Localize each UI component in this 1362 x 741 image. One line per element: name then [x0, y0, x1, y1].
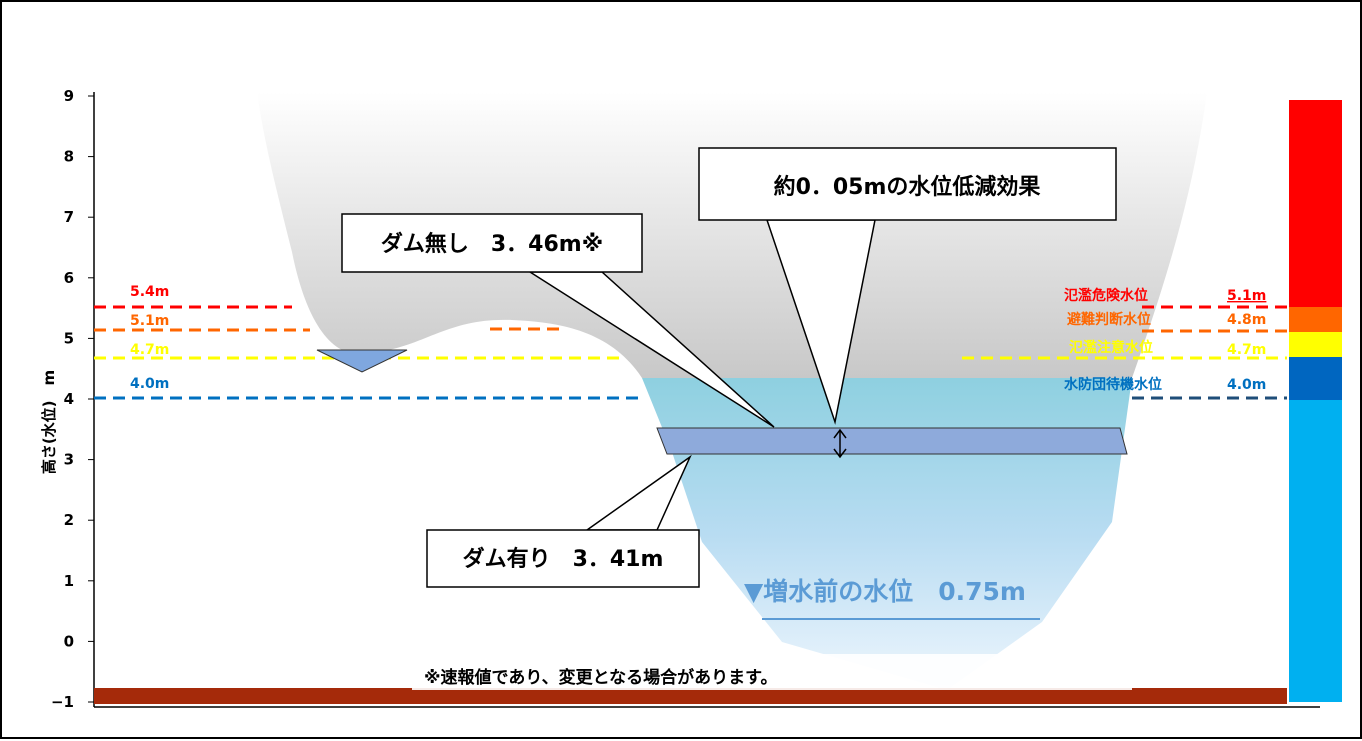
y-tick-label: 7	[64, 208, 74, 226]
y-tick-label: 6	[64, 269, 74, 287]
y-tick-label: −1	[51, 693, 74, 711]
standby-level-name: 水防団待機水位	[1064, 376, 1162, 393]
y-tick-label: 5	[64, 329, 74, 347]
y-axis-label: 高さ(水位) m	[40, 370, 58, 474]
water-level-band	[656, 427, 1128, 455]
left-level-label-5.1: 5.1m	[130, 313, 169, 329]
evacuate-level-value: 4.8m	[1227, 312, 1266, 328]
y-tick-label: 4	[64, 390, 74, 408]
y-tick-label: 2	[64, 511, 74, 529]
effect-callout-text: 約0．05mの水位低減効果	[774, 174, 1041, 200]
standby-level-value: 4.0m	[1227, 377, 1266, 393]
difference-arrow-bottom	[833, 448, 847, 459]
y-tick-label: 3	[64, 451, 74, 469]
no-dam-callout-box	[341, 213, 643, 273]
y-tick-label: 9	[64, 87, 74, 105]
y-tick-label: 8	[64, 148, 74, 166]
danger-level-value: 5.1m	[1227, 288, 1266, 304]
caution-level-name: 氾濫注意水位	[1069, 339, 1153, 356]
footnote: ※速報値であり、変更となる場合があります。	[424, 667, 777, 688]
y-tick-label: 1	[64, 572, 74, 590]
left-level-label-4.0: 4.0m	[130, 376, 169, 392]
y-tick-label: 0	[64, 632, 74, 650]
difference-arrow-top	[833, 428, 847, 439]
with-dam-callout-pointer	[584, 454, 692, 531]
left-level-label-4.7: 4.7m	[130, 342, 169, 358]
scale-evacuate	[1289, 307, 1342, 332]
caution-level-value: 4.7m	[1227, 342, 1266, 358]
scale-danger	[1289, 100, 1342, 307]
no-dam-callout-text: ダム無し 3．46m※	[381, 231, 603, 257]
pre-flood-label: ▼増水前の水位 0.75m	[744, 577, 1026, 606]
with-dam-callout-box	[426, 529, 700, 588]
left-level-label-5.4: 5.4m	[130, 284, 169, 300]
riverbed	[94, 688, 1287, 704]
effect-callout-box	[698, 147, 1117, 221]
left-water-marker	[316, 349, 408, 373]
scale-safe	[1289, 400, 1342, 702]
scale-standby	[1289, 357, 1342, 400]
danger-level-name: 氾濫危険水位	[1064, 287, 1148, 304]
with-dam-callout-text: ダム有り 3．41m	[463, 546, 664, 572]
evacuate-level-name: 避難判断水位	[1067, 311, 1151, 328]
channel-water	[642, 378, 1132, 690]
footnote-bg	[412, 654, 1132, 690]
scale-caution	[1289, 332, 1342, 357]
